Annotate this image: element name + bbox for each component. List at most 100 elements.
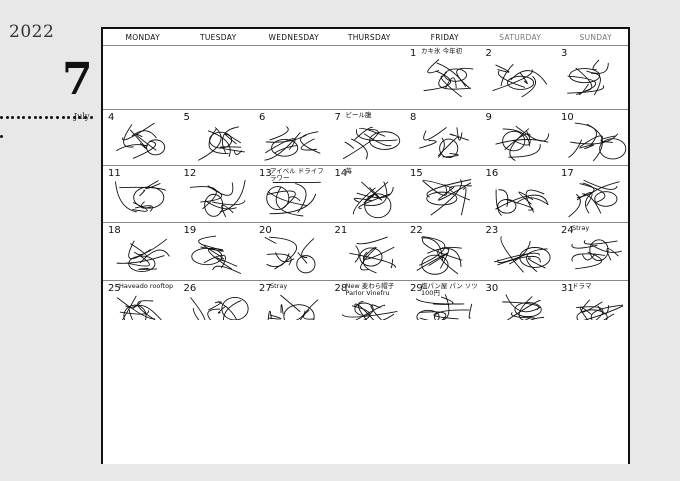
day-number: 9 xyxy=(485,112,492,123)
day-cell-6[interactable]: 6 xyxy=(256,109,332,165)
day-number: 25 xyxy=(108,283,121,294)
weekday-header-wednesday: WEDNESDAY xyxy=(268,33,319,42)
day-sketch-illustration xyxy=(266,181,321,217)
day-number: 8 xyxy=(410,112,417,123)
day-cell-12[interactable]: 12 xyxy=(181,165,257,222)
day-sketch-illustration xyxy=(491,63,547,98)
day-number: 28 xyxy=(334,283,348,294)
day-number: 11 xyxy=(108,168,121,179)
empty-cell xyxy=(256,45,332,109)
day-number: 24 xyxy=(561,225,574,236)
month-name: July xyxy=(74,112,90,121)
day-sketch-illustration xyxy=(342,126,400,160)
day-sketch-illustration xyxy=(264,126,321,161)
day-note: カキ氷 今年初 xyxy=(421,47,463,55)
year-label: 2022 xyxy=(9,22,55,42)
day-sketch-illustration xyxy=(197,126,245,161)
calendar-sheet: MONDAY TUESDAY WEDNESDAY THURSDAY FRIDAY… xyxy=(101,27,630,464)
day-sketch-illustration xyxy=(568,122,627,162)
day-number: 22 xyxy=(410,225,423,236)
day-sketch-illustration xyxy=(115,180,166,213)
day-sketch-illustration xyxy=(567,59,609,96)
day-sketch-illustration xyxy=(348,236,396,274)
day-number: 17 xyxy=(561,168,574,179)
weekday-header-thursday: THURSDAY xyxy=(347,33,391,42)
week-divider xyxy=(103,165,628,166)
day-cell-19[interactable]: 19 xyxy=(181,222,257,280)
day-number: 29 xyxy=(410,283,423,294)
day-cell-11[interactable]: 11 xyxy=(105,165,181,222)
day-sketch-illustration xyxy=(494,189,549,216)
day-note: ドラマ xyxy=(572,282,592,290)
day-sketch-illustration xyxy=(116,122,166,159)
day-sketch-illustration xyxy=(421,179,472,216)
day-cell-20[interactable]: 20 xyxy=(256,222,332,280)
day-cell-15[interactable]: 15 xyxy=(407,165,483,222)
day-sketch-illustration xyxy=(494,125,549,161)
weekday-header-tuesday: TUESDAY xyxy=(200,33,237,42)
day-number: 5 xyxy=(183,112,190,123)
day-cell-7[interactable]: 7 ビール腹 xyxy=(332,109,408,165)
day-cell-17[interactable]: 17 xyxy=(558,165,634,222)
day-sketch-illustration xyxy=(190,235,241,275)
day-cell-5[interactable]: 5 xyxy=(181,109,257,165)
day-cell-4[interactable]: 4 xyxy=(105,109,181,165)
day-cell-9[interactable]: 9 xyxy=(483,109,559,165)
day-number: 2 xyxy=(485,48,492,59)
day-number: 27 xyxy=(259,283,272,294)
day-number: 19 xyxy=(183,225,197,236)
day-number: 7 xyxy=(334,112,341,123)
day-cell-8[interactable]: 8 xyxy=(407,109,483,165)
day-number: 31 xyxy=(561,283,574,294)
day-number: 26 xyxy=(183,283,197,294)
day-number: 21 xyxy=(334,225,348,236)
day-cell-1[interactable]: 1 カキ氷 今年初 xyxy=(407,45,483,109)
week-divider xyxy=(103,280,628,281)
blank-bottom-area xyxy=(103,320,628,464)
day-sketch-illustration xyxy=(568,179,620,218)
weekday-header-friday: FRIDAY xyxy=(430,33,459,42)
day-note: ビール腹 xyxy=(345,111,372,119)
day-number: 12 xyxy=(183,168,197,179)
day-note: Stray xyxy=(270,282,288,290)
empty-cell xyxy=(332,45,408,109)
day-sketch-illustration xyxy=(116,238,170,272)
day-note: Stray xyxy=(572,224,590,232)
day-sketch-illustration xyxy=(352,181,394,219)
weekday-header-sunday: SUNDAY xyxy=(579,33,612,42)
day-number: 14 xyxy=(334,168,348,179)
day-cell-3[interactable]: 3 xyxy=(558,45,634,109)
week-divider xyxy=(103,45,628,46)
day-cell-22[interactable]: 22 xyxy=(407,222,483,280)
day-sketch-illustration xyxy=(423,59,474,98)
day-number: 16 xyxy=(485,168,499,179)
day-cell-21[interactable]: 21 xyxy=(332,222,408,280)
day-number: 15 xyxy=(410,168,423,179)
weekday-header-saturday: SATURDAY xyxy=(499,33,542,42)
day-sketch-illustration xyxy=(493,236,551,273)
day-note: 塩パン屋 パン ソツ 100円 xyxy=(421,282,478,298)
day-cell-2[interactable]: 2 xyxy=(483,45,559,109)
week-divider xyxy=(103,109,628,110)
dotted-rule xyxy=(0,104,100,138)
day-sketch-illustration xyxy=(416,236,463,275)
day-note: アイベル ドライフラワー xyxy=(270,167,324,183)
day-cell-10[interactable]: 10 xyxy=(558,109,634,165)
day-sketch-illustration xyxy=(264,236,316,274)
week-divider xyxy=(103,222,628,223)
day-number: 30 xyxy=(485,283,499,294)
day-cell-16[interactable]: 16 xyxy=(483,165,559,222)
day-sketch-illustration xyxy=(571,239,622,270)
day-cell-23[interactable]: 23 xyxy=(483,222,559,280)
empty-cell xyxy=(181,45,257,109)
day-number: 10 xyxy=(561,112,574,123)
day-note: New 麦わら帽子 Parlor Vinefru xyxy=(345,282,395,298)
day-note: 苺 xyxy=(345,167,353,175)
day-number: 23 xyxy=(485,225,499,236)
day-cell-18[interactable]: 18 xyxy=(105,222,181,280)
day-number: 1 xyxy=(410,48,417,59)
day-number: 18 xyxy=(108,225,121,236)
